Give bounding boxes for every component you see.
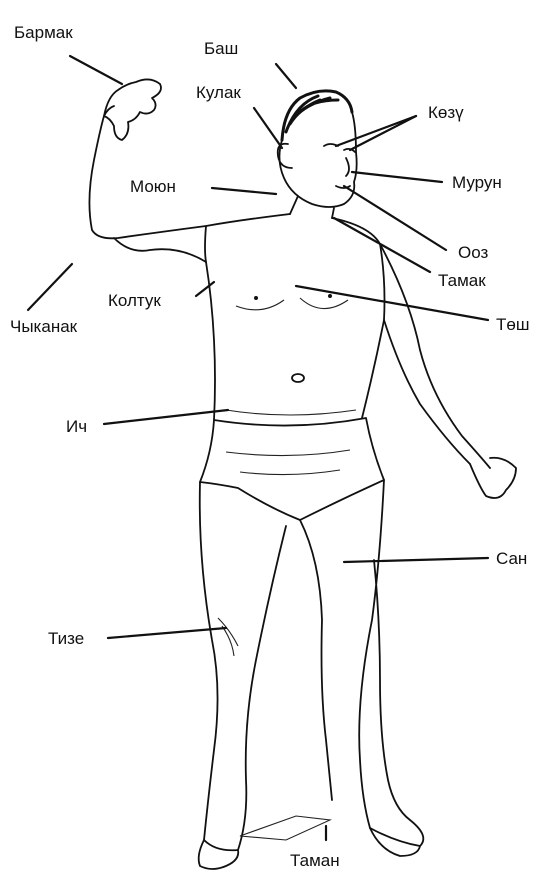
label-tize: Тизе: [48, 629, 84, 648]
label-kozu: Көзү: [428, 103, 464, 122]
label-bash: Баш: [204, 39, 238, 58]
leader-kulak: [254, 108, 282, 148]
head-outline: [279, 112, 356, 207]
briefs: [200, 418, 384, 520]
navel: [292, 374, 304, 382]
right-leg: [200, 482, 286, 850]
nose: [346, 158, 349, 176]
raised-hand: [104, 79, 161, 140]
label-ich: Ич: [66, 417, 87, 436]
label-kulak: Кулак: [196, 83, 241, 102]
sole-outline: [240, 816, 330, 840]
leader-san: [344, 558, 488, 562]
knee-shading: [218, 618, 238, 656]
leader-lines: [28, 56, 488, 840]
abdomen: [226, 410, 356, 415]
label-ooz: Ооз: [458, 243, 488, 262]
leader-ooz: [344, 186, 446, 250]
human-figure: [89, 79, 516, 869]
left-leg: [359, 480, 423, 846]
nipple-right: [328, 294, 332, 298]
leader-kozu-1: [336, 116, 416, 146]
leader-koltuk: [196, 282, 214, 296]
label-tamak: Тамак: [438, 271, 486, 290]
hair: [282, 91, 352, 140]
leader-barmak: [70, 56, 122, 84]
label-tosh: Төш: [496, 315, 529, 334]
nipple-left: [254, 296, 258, 300]
leader-kozu-2: [350, 116, 416, 150]
leader-ich: [104, 410, 228, 424]
label-murun: Мурун: [452, 173, 502, 192]
chest: [236, 298, 348, 310]
label-koltuk: Колтук: [108, 291, 161, 310]
right-foot: [199, 840, 239, 869]
briefs-lines: [226, 450, 350, 475]
label-taman: Таман: [290, 851, 340, 870]
leader-bash: [276, 64, 296, 88]
inner-thigh: [300, 520, 332, 800]
leader-tosh: [296, 286, 488, 320]
labels: Бармак Баш Кулак Көзү Моюн Мурун Ооз Там…: [10, 23, 529, 870]
label-barmak: Бармак: [14, 23, 73, 42]
leader-moyun: [212, 188, 276, 194]
leader-murun: [352, 172, 442, 182]
label-moyun: Моюн: [130, 177, 176, 196]
torso: [205, 218, 385, 420]
leader-chykanak: [28, 264, 72, 310]
label-san: Сан: [496, 549, 527, 568]
raised-arm: [89, 106, 290, 262]
hanging-hand: [470, 458, 516, 498]
leader-tize: [108, 628, 226, 638]
label-chykanak: Чыканак: [10, 317, 78, 336]
